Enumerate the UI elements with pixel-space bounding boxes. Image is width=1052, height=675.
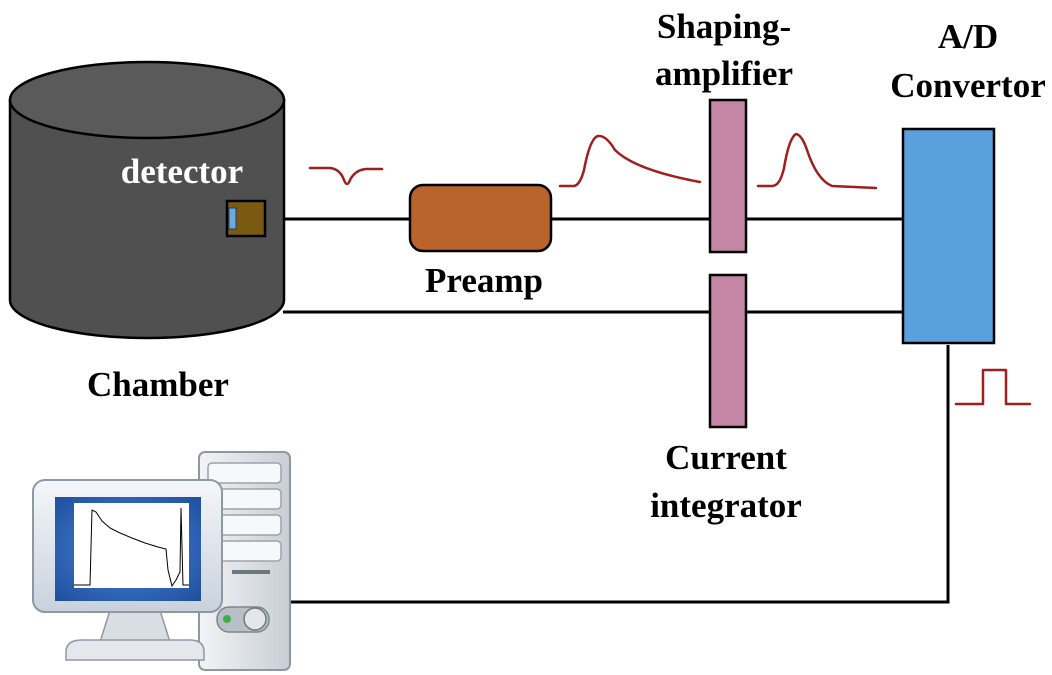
- monitor-icon: [32, 479, 223, 661]
- spectrum-plot-area: [74, 503, 189, 588]
- shaping-amplifier-label-line1: Shaping-: [657, 7, 791, 46]
- signal-traces: [308, 132, 1032, 406]
- spectrum-trace: [74, 507, 189, 588]
- current-integrator-box: [708, 273, 748, 429]
- computer-icon: [32, 451, 291, 671]
- detector: [225, 199, 267, 238]
- chamber-top: [8, 60, 286, 140]
- shaping-amplifier-label-line2: amplifier: [655, 54, 793, 93]
- current-integrator-label-line2: integrator: [650, 486, 802, 525]
- adc-label-line2: Convertor: [890, 66, 1046, 105]
- wires: [266, 217, 950, 604]
- shaped-pulse-trace: [756, 132, 878, 190]
- preamp-box: [408, 183, 553, 253]
- detector-label: detector: [121, 152, 243, 191]
- chamber: [8, 60, 286, 340]
- chamber-body: [8, 98, 286, 340]
- wire-adc-computer: [290, 345, 950, 604]
- detector-signal-trace: [308, 166, 384, 186]
- current-integrator-label-line1: Current: [665, 438, 787, 477]
- shaping-amplifier-box: [708, 98, 748, 254]
- chamber-label: Chamber: [87, 365, 229, 404]
- adc-label-line1: A/D: [938, 17, 998, 56]
- preamp-output-trace: [558, 134, 702, 188]
- detector-window: [228, 207, 237, 230]
- adc-box: [901, 127, 996, 345]
- preamp-label: Preamp: [425, 261, 543, 300]
- digital-pulse-trace: [954, 368, 1032, 406]
